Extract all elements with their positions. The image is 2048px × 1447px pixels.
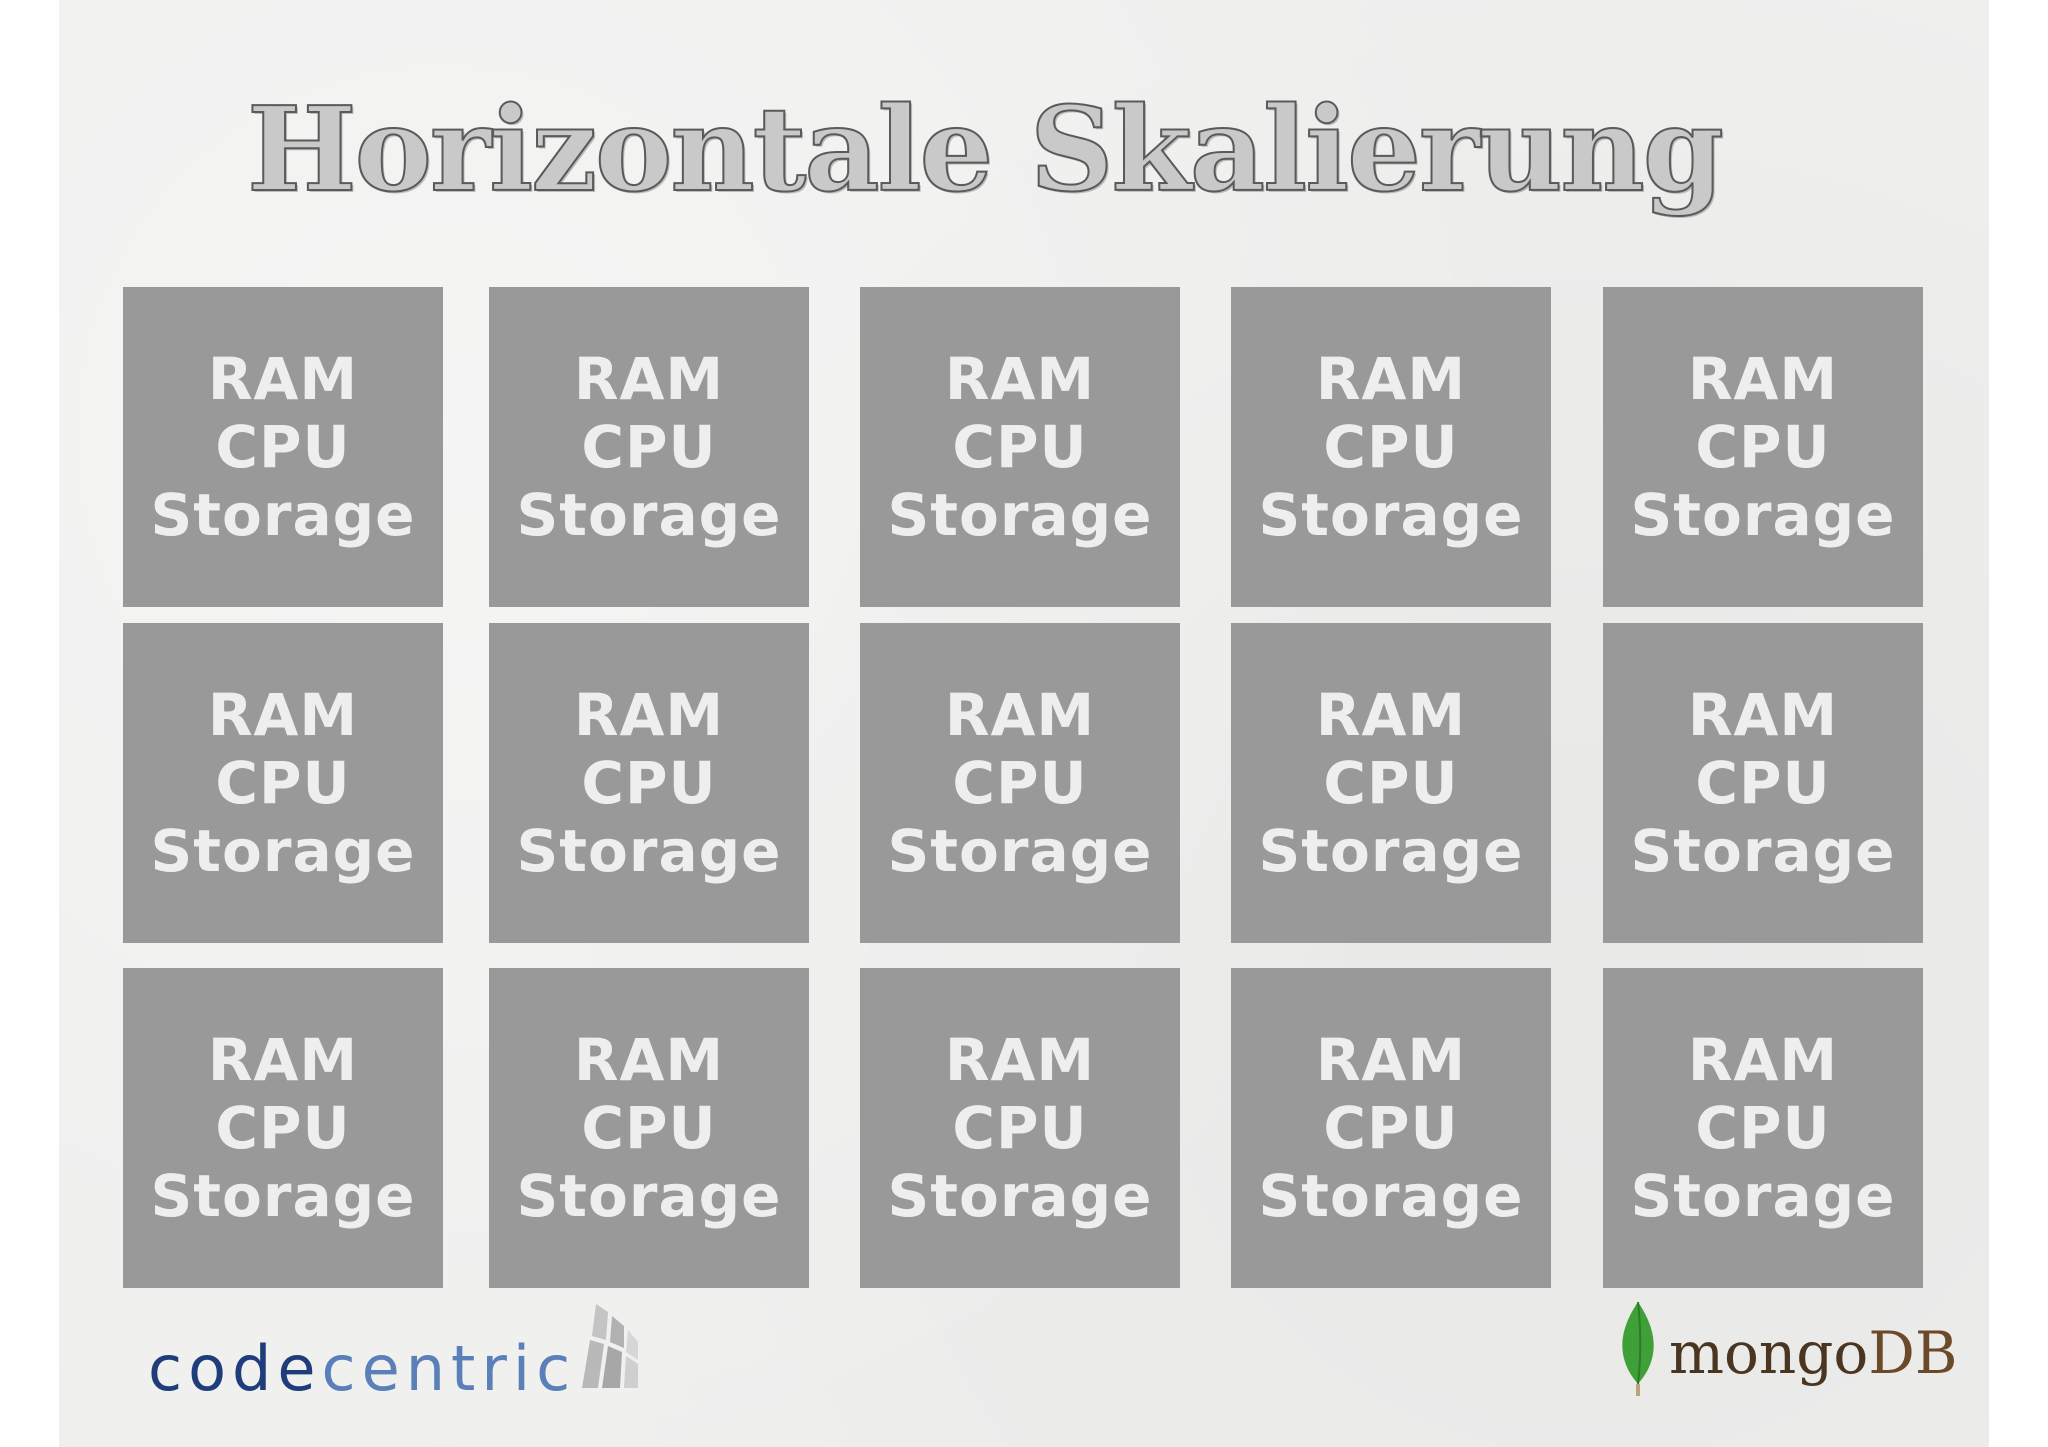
server-box: RAM CPU Storage	[1231, 287, 1551, 607]
ram-label: RAM	[207, 345, 359, 413]
storage-label: Storage	[1630, 481, 1896, 549]
storage-label: Storage	[1630, 817, 1896, 885]
cpu-label: CPU	[581, 749, 717, 817]
storage-label: Storage	[150, 481, 416, 549]
server-box: RAM CPU Storage	[123, 623, 443, 943]
storage-label: Storage	[150, 817, 416, 885]
cpu-label: CPU	[1323, 749, 1459, 817]
ram-label: RAM	[1315, 345, 1467, 413]
server-box: RAM CPU Storage	[1231, 968, 1551, 1288]
mongodb-wordmark: mongoDB	[1669, 1324, 1957, 1382]
server-box: RAM CPU Storage	[489, 968, 809, 1288]
server-box: RAM CPU Storage	[489, 287, 809, 607]
mongodb-wordmark-part1: mongo	[1669, 1319, 1869, 1387]
storage-label: Storage	[516, 481, 782, 549]
cpu-label: CPU	[1323, 413, 1459, 481]
server-box: RAM CPU Storage	[1603, 287, 1923, 607]
ram-label: RAM	[1687, 681, 1839, 749]
ram-label: RAM	[207, 1026, 359, 1094]
codecentric-wordmark: codecentric	[148, 1338, 576, 1400]
server-box: RAM CPU Storage	[123, 287, 443, 607]
cpu-label: CPU	[215, 413, 351, 481]
server-grid: RAM CPU Storage RAM CPU Storage RAM CPU …	[59, 0, 1989, 1447]
ram-label: RAM	[944, 681, 1096, 749]
storage-label: Storage	[1258, 817, 1524, 885]
cpu-label: CPU	[952, 1094, 1088, 1162]
ram-label: RAM	[573, 1026, 725, 1094]
cpu-label: CPU	[1695, 1094, 1831, 1162]
storage-label: Storage	[150, 1162, 416, 1230]
storage-label: Storage	[516, 1162, 782, 1230]
mongodb-leaf-icon	[1622, 1301, 1654, 1396]
server-box: RAM CPU Storage	[123, 968, 443, 1288]
storage-label: Storage	[516, 817, 782, 885]
storage-label: Storage	[887, 481, 1153, 549]
ram-label: RAM	[1687, 1026, 1839, 1094]
server-box: RAM CPU Storage	[1603, 623, 1923, 943]
storage-label: Storage	[1630, 1162, 1896, 1230]
storage-label: Storage	[1258, 1162, 1524, 1230]
storage-label: Storage	[1258, 481, 1524, 549]
storage-label: Storage	[887, 1162, 1153, 1230]
cpu-label: CPU	[952, 749, 1088, 817]
codecentric-logo: codecentric	[148, 1300, 638, 1400]
ram-label: RAM	[573, 681, 725, 749]
codecentric-mark-icon	[582, 1304, 638, 1388]
codecentric-wordmark-part1: code	[148, 1332, 322, 1405]
mongodb-logo: mongoDB	[1615, 1300, 1995, 1400]
mongodb-wordmark-part2: DB	[1868, 1319, 1958, 1387]
server-box: RAM CPU Storage	[860, 287, 1180, 607]
cpu-label: CPU	[215, 749, 351, 817]
server-box: RAM CPU Storage	[1603, 968, 1923, 1288]
ram-label: RAM	[1315, 681, 1467, 749]
cpu-label: CPU	[215, 1094, 351, 1162]
codecentric-wordmark-part2: centric	[321, 1332, 577, 1405]
ram-label: RAM	[944, 1026, 1096, 1094]
server-box: RAM CPU Storage	[1231, 623, 1551, 943]
server-box: RAM CPU Storage	[860, 623, 1180, 943]
cpu-label: CPU	[581, 413, 717, 481]
ram-label: RAM	[944, 345, 1096, 413]
cpu-label: CPU	[1695, 749, 1831, 817]
slide-title: Horizontale Skalierung	[246, 82, 1725, 218]
cpu-label: CPU	[581, 1094, 717, 1162]
storage-label: Storage	[887, 817, 1153, 885]
ram-label: RAM	[573, 345, 725, 413]
ram-label: RAM	[207, 681, 359, 749]
cpu-label: CPU	[1695, 413, 1831, 481]
cpu-label: CPU	[1323, 1094, 1459, 1162]
cpu-label: CPU	[952, 413, 1088, 481]
ram-label: RAM	[1315, 1026, 1467, 1094]
ram-label: RAM	[1687, 345, 1839, 413]
slide: Horizontale Skalierung RAM CPU Storage R…	[59, 0, 1989, 1447]
server-box: RAM CPU Storage	[860, 968, 1180, 1288]
server-box: RAM CPU Storage	[489, 623, 809, 943]
